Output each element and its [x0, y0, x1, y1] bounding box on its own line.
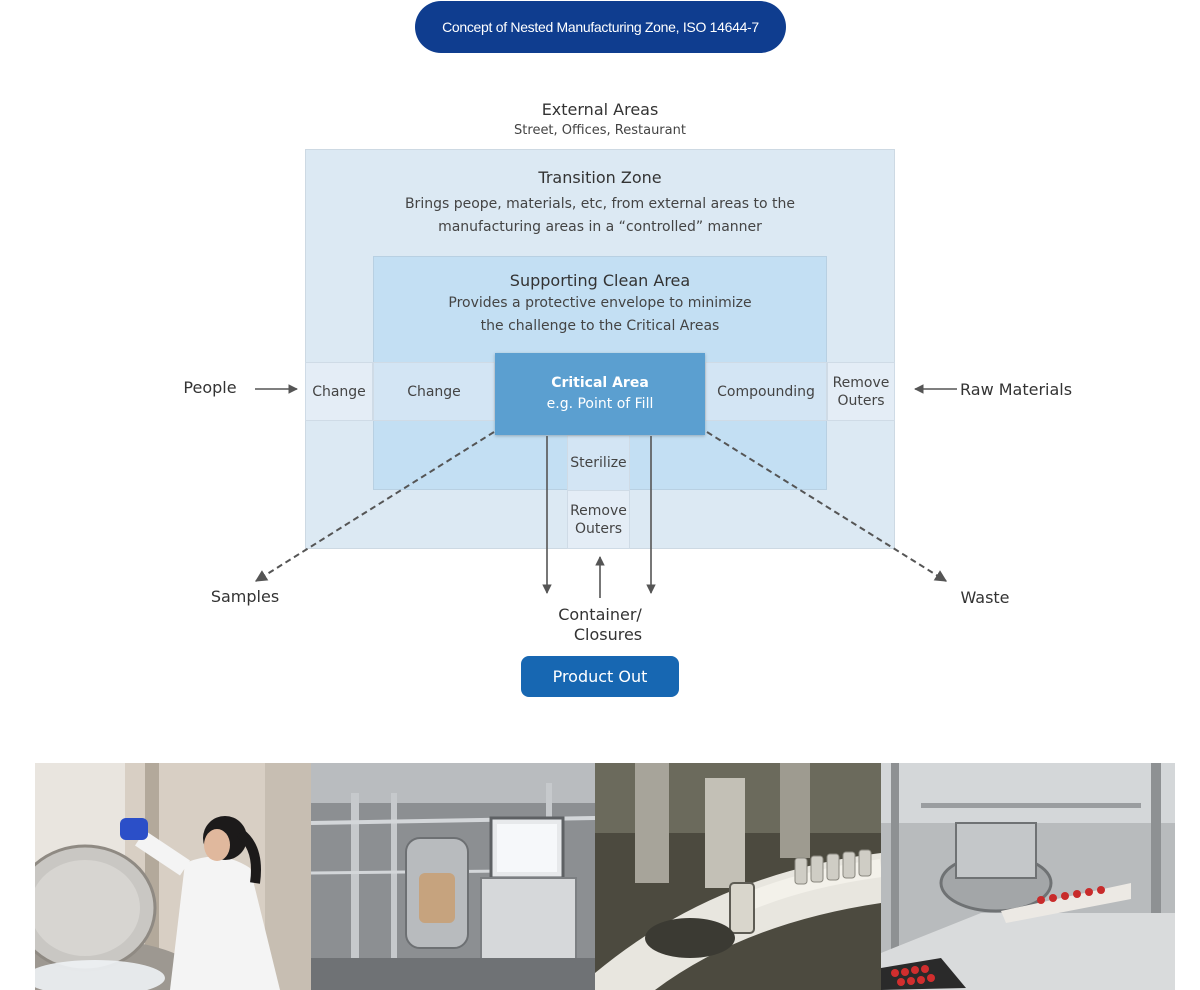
remove-outers-right-line1: Remove [832, 374, 890, 391]
bioreactor-equipment-photo [311, 763, 595, 990]
transition-zone-title: Transition Zone [538, 168, 662, 187]
supporting-clean-area-desc-line1: Provides a protective envelope to minimi… [448, 295, 752, 311]
samples-dashed-arrow [254, 431, 495, 582]
waste-dashed-arrow [706, 431, 948, 582]
diagram-title-pill: Concept of Nested Manufacturing Zone, IS… [415, 1, 786, 53]
transition-zone-desc-line2: manufacturing areas in a “controlled” ma… [438, 219, 762, 235]
vial-filling-line-photo [595, 763, 881, 990]
remove-outers-cell-bottom: Remove Outers [567, 490, 630, 549]
transition-zone-desc-line1: Brings peope, materials, etc, from exter… [404, 196, 796, 212]
container-label-line2: Closures [573, 625, 643, 644]
product-out-button[interactable]: Product Out [521, 656, 679, 697]
remove-outers-right-line2: Outers [837, 392, 885, 409]
external-areas-title: External Areas [541, 100, 659, 119]
critical-area-box: Critical Area e.g. Point of Fill [495, 353, 705, 435]
external-areas-subtitle: Street, Offices, Restaurant [514, 123, 686, 138]
compounding-cell: Compounding [705, 362, 827, 421]
diagram-title: Concept of Nested Manufacturing Zone, IS… [442, 19, 759, 35]
remove-outers-bottom-line2: Outers [574, 520, 623, 537]
waste-label: Waste [960, 588, 1010, 607]
supporting-clean-area-title: Supporting Clean Area [509, 271, 691, 290]
critical-area-subtitle: e.g. Point of Fill [546, 396, 654, 412]
people-label: People [183, 378, 237, 397]
change-cell-outer: Change [305, 362, 373, 421]
remove-outers-bottom-line1: Remove [570, 502, 627, 519]
filling-machine-photo [881, 763, 1175, 990]
container-label-line1: Container/ [558, 605, 642, 624]
supporting-clean-area-description: Provides a protective envelope to minimi… [420, 292, 780, 338]
remove-outers-cell-right: Remove Outers [827, 362, 895, 421]
raw-materials-label: Raw Materials [960, 380, 1073, 399]
transition-zone-description: Brings peope, materials, etc, from exter… [390, 193, 810, 239]
critical-area-title: Critical Area [551, 375, 649, 391]
container-closures-label: Container/ Closures [540, 605, 660, 645]
supporting-clean-area-desc-line2: the challenge to the Critical Areas [480, 318, 720, 334]
samples-label: Samples [210, 587, 280, 606]
scientist-cryogenic-storage-photo [35, 763, 311, 990]
change-cell-inner: Change [373, 362, 495, 421]
